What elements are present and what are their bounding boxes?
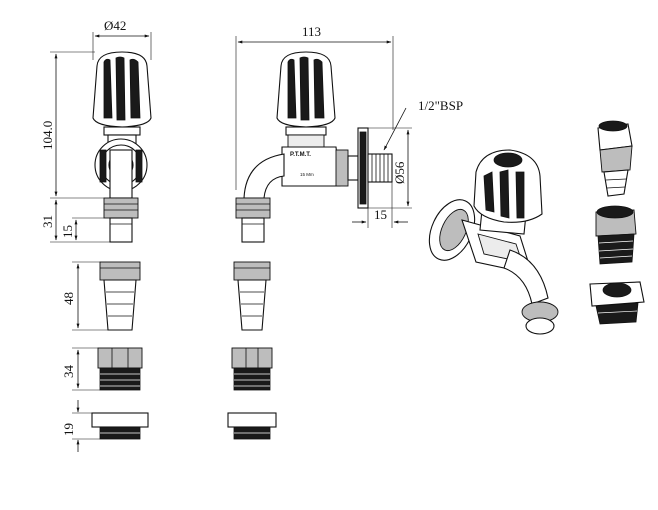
dim-overall-length: 113 — [302, 24, 321, 39]
side-male-adapter — [231, 347, 273, 391]
isometric-male-adapter — [595, 205, 637, 265]
dim-hose-adapter: 48 — [61, 292, 76, 305]
dim-top-diameter: Ø42 — [104, 18, 126, 33]
dim-thread-length: 15 — [374, 207, 387, 222]
side-reducer — [227, 412, 277, 440]
dim-flange-diameter: Ø56 — [392, 161, 407, 184]
size-mark: 15 Mm — [300, 172, 314, 177]
dim-reducer: 19 — [61, 423, 76, 436]
dim-thread: 1/2"BSP — [418, 98, 463, 113]
side-view-tap: 113 P.T.M.T. 15 Mm 1/2"BSP — [235, 24, 463, 243]
brand-mark: P.T.M.T. — [290, 152, 311, 158]
dim-nut-height: 31 — [40, 215, 55, 228]
front-reducer: 19 — [61, 400, 149, 452]
front-hose-adapter: 48 — [61, 261, 141, 331]
side-hose-adapter — [233, 261, 271, 331]
isometric-tap — [428, 149, 559, 335]
front-view-tap: Ø42 104.0 31 15 — [40, 18, 152, 243]
front-male-adapter: 34 — [61, 347, 143, 391]
isometric-reducer — [589, 281, 645, 325]
dim-spout-length: 15 — [60, 225, 75, 238]
isometric-hose-adapter — [597, 120, 633, 197]
dim-male-adapter: 34 — [61, 365, 76, 379]
dim-height: 104.0 — [40, 121, 55, 150]
